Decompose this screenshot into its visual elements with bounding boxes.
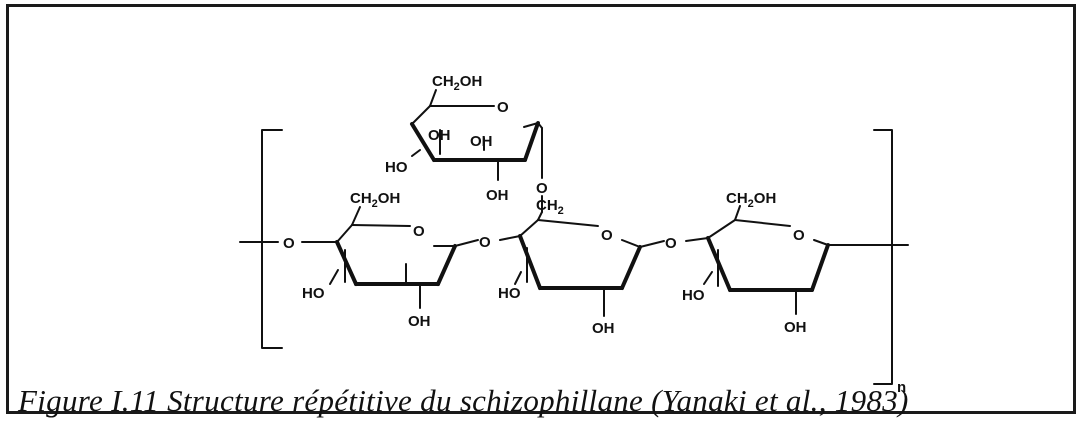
label-left-oh: OH: [408, 313, 431, 330]
label-right-ring-oxygen: O: [793, 227, 805, 244]
label-top-ring-oxygen: O: [497, 99, 509, 116]
figure-caption: Figure I.11 Structure répétitive du schi…: [18, 383, 909, 418]
label-left-ho: HO: [302, 285, 325, 302]
label-ch2: CH2: [536, 197, 564, 217]
left-bracket: [261, 129, 283, 349]
label-middle-ho: HO: [498, 285, 521, 302]
label-glycosidic-oxygen-1: O: [479, 234, 491, 251]
label-middle-oh: OH: [592, 320, 615, 337]
label-top-oh-left: OH: [428, 127, 451, 144]
figure-frame: [6, 4, 1076, 414]
right-glucose-ring: [703, 205, 830, 315]
label-left-ch2oh: CH2OH: [350, 190, 400, 210]
label-top-ch2oh: CH2OH: [432, 73, 482, 93]
label-right-oh: OH: [784, 319, 807, 336]
middle-glucose-ring: [514, 211, 642, 317]
label-link-oxygen: O: [536, 180, 548, 197]
label-chain-oxygen-left: O: [283, 235, 295, 252]
right-bracket: [873, 129, 893, 385]
repeat-index-n: n: [897, 379, 906, 396]
glycosidic-bond-1: [454, 239, 479, 247]
label-right-ho: HO: [682, 287, 705, 304]
top-glucose-ring: [410, 89, 543, 213]
label-top-oh-bottom: OH: [486, 187, 509, 204]
label-right-ch2oh: CH2OH: [726, 190, 776, 210]
label-glycosidic-oxygen-2: O: [665, 235, 677, 252]
label-left-ring-oxygen: O: [413, 223, 425, 240]
glycosidic-bond-2: [639, 240, 665, 248]
label-middle-ring-oxygen: O: [601, 227, 613, 244]
left-glucose-ring: [329, 206, 457, 309]
label-top-oh-inner: OH: [470, 133, 493, 150]
label-top-ho: HO: [385, 159, 408, 176]
